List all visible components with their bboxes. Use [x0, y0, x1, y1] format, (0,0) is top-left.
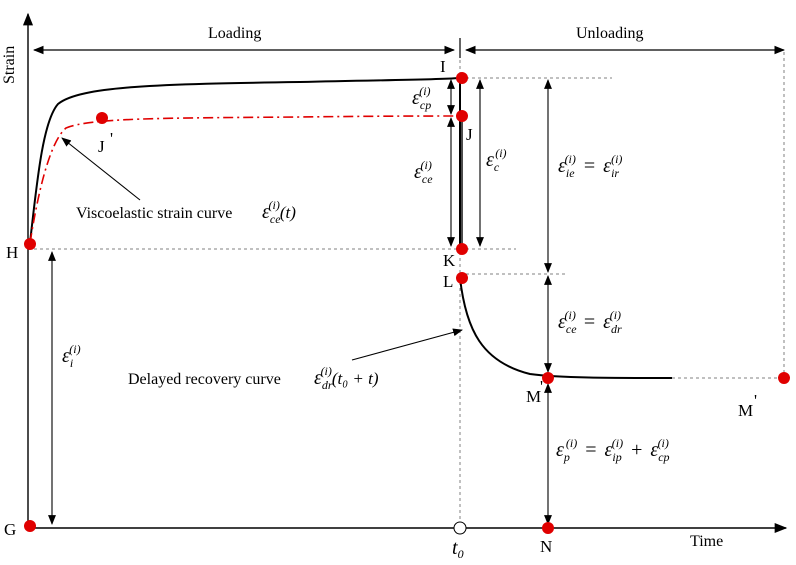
dimension-arrows [48, 79, 552, 525]
point-t0-marker [453, 521, 467, 535]
symbol-eps-ce-dr: εce(i)=εdr(i) [558, 308, 622, 336]
annotation-viscoelastic: Viscoelastic strain curve εce(i)(t) [76, 198, 296, 226]
loading-label: Loading [208, 25, 261, 42]
point-Mprime-marker [778, 372, 790, 384]
point-K-marker [456, 243, 468, 255]
x-axis-label: Time [690, 533, 723, 550]
label-G: G [4, 520, 16, 539]
pointer-delayed [351, 328, 463, 361]
delayed-recovery-curve [459, 277, 673, 379]
symbol-eps-p: εp(i)=εip(i)+εcp(i) [556, 436, 670, 464]
label-N: N [540, 537, 552, 556]
label-H: H [6, 243, 18, 262]
delayed-symbol: εdr(i)(t₀ + t) [314, 364, 379, 392]
point-J-marker [456, 110, 468, 122]
label-Jprime: J [98, 137, 105, 156]
label-M-prime: ' [540, 377, 543, 396]
point-N-marker [542, 522, 554, 534]
symbol-eps-ie-ir: εie(i)=εir(i) [558, 152, 622, 180]
symbol-eps-i: εi(i) [62, 342, 81, 370]
label-I: I [440, 57, 446, 76]
label-M: M [526, 387, 541, 406]
viscoelastic-symbol: εce(i)(t) [262, 198, 296, 226]
viscoelastic-label: Viscoelastic strain curve [76, 205, 232, 222]
delayed-label: Delayed recovery curve [128, 371, 281, 388]
label-K: K [443, 251, 456, 270]
symbol-eps-c: εc(i) [486, 146, 507, 174]
annotation-delayed: Delayed recovery curve εdr(i)(t₀ + t) [128, 364, 379, 392]
label-t0: t0 [452, 537, 464, 561]
point-H-marker [24, 238, 36, 250]
y-axis-label: Strain [1, 46, 18, 84]
symbol-eps-ce: εce(i) [414, 158, 433, 186]
label-Mprime: M [738, 401, 753, 420]
viscoelastic-strain-curve [29, 115, 461, 244]
point-Jprime-marker [96, 112, 108, 124]
label-J: J [466, 125, 473, 144]
label-L: L [443, 272, 453, 291]
point-M-marker [542, 372, 554, 384]
guide-lines [28, 52, 785, 528]
point-I-marker [456, 72, 468, 84]
unloading-label: Unloading [576, 25, 644, 42]
label-Mprime-prime: ' [754, 391, 757, 410]
pointer-viscoelastic [61, 137, 141, 201]
point-L-marker [456, 272, 468, 284]
label-Jprime-prime: ' [110, 129, 113, 148]
symbol-eps-cp: εcp(i) [412, 84, 431, 112]
point-G-marker [24, 520, 36, 532]
total-strain-curve [29, 77, 461, 244]
